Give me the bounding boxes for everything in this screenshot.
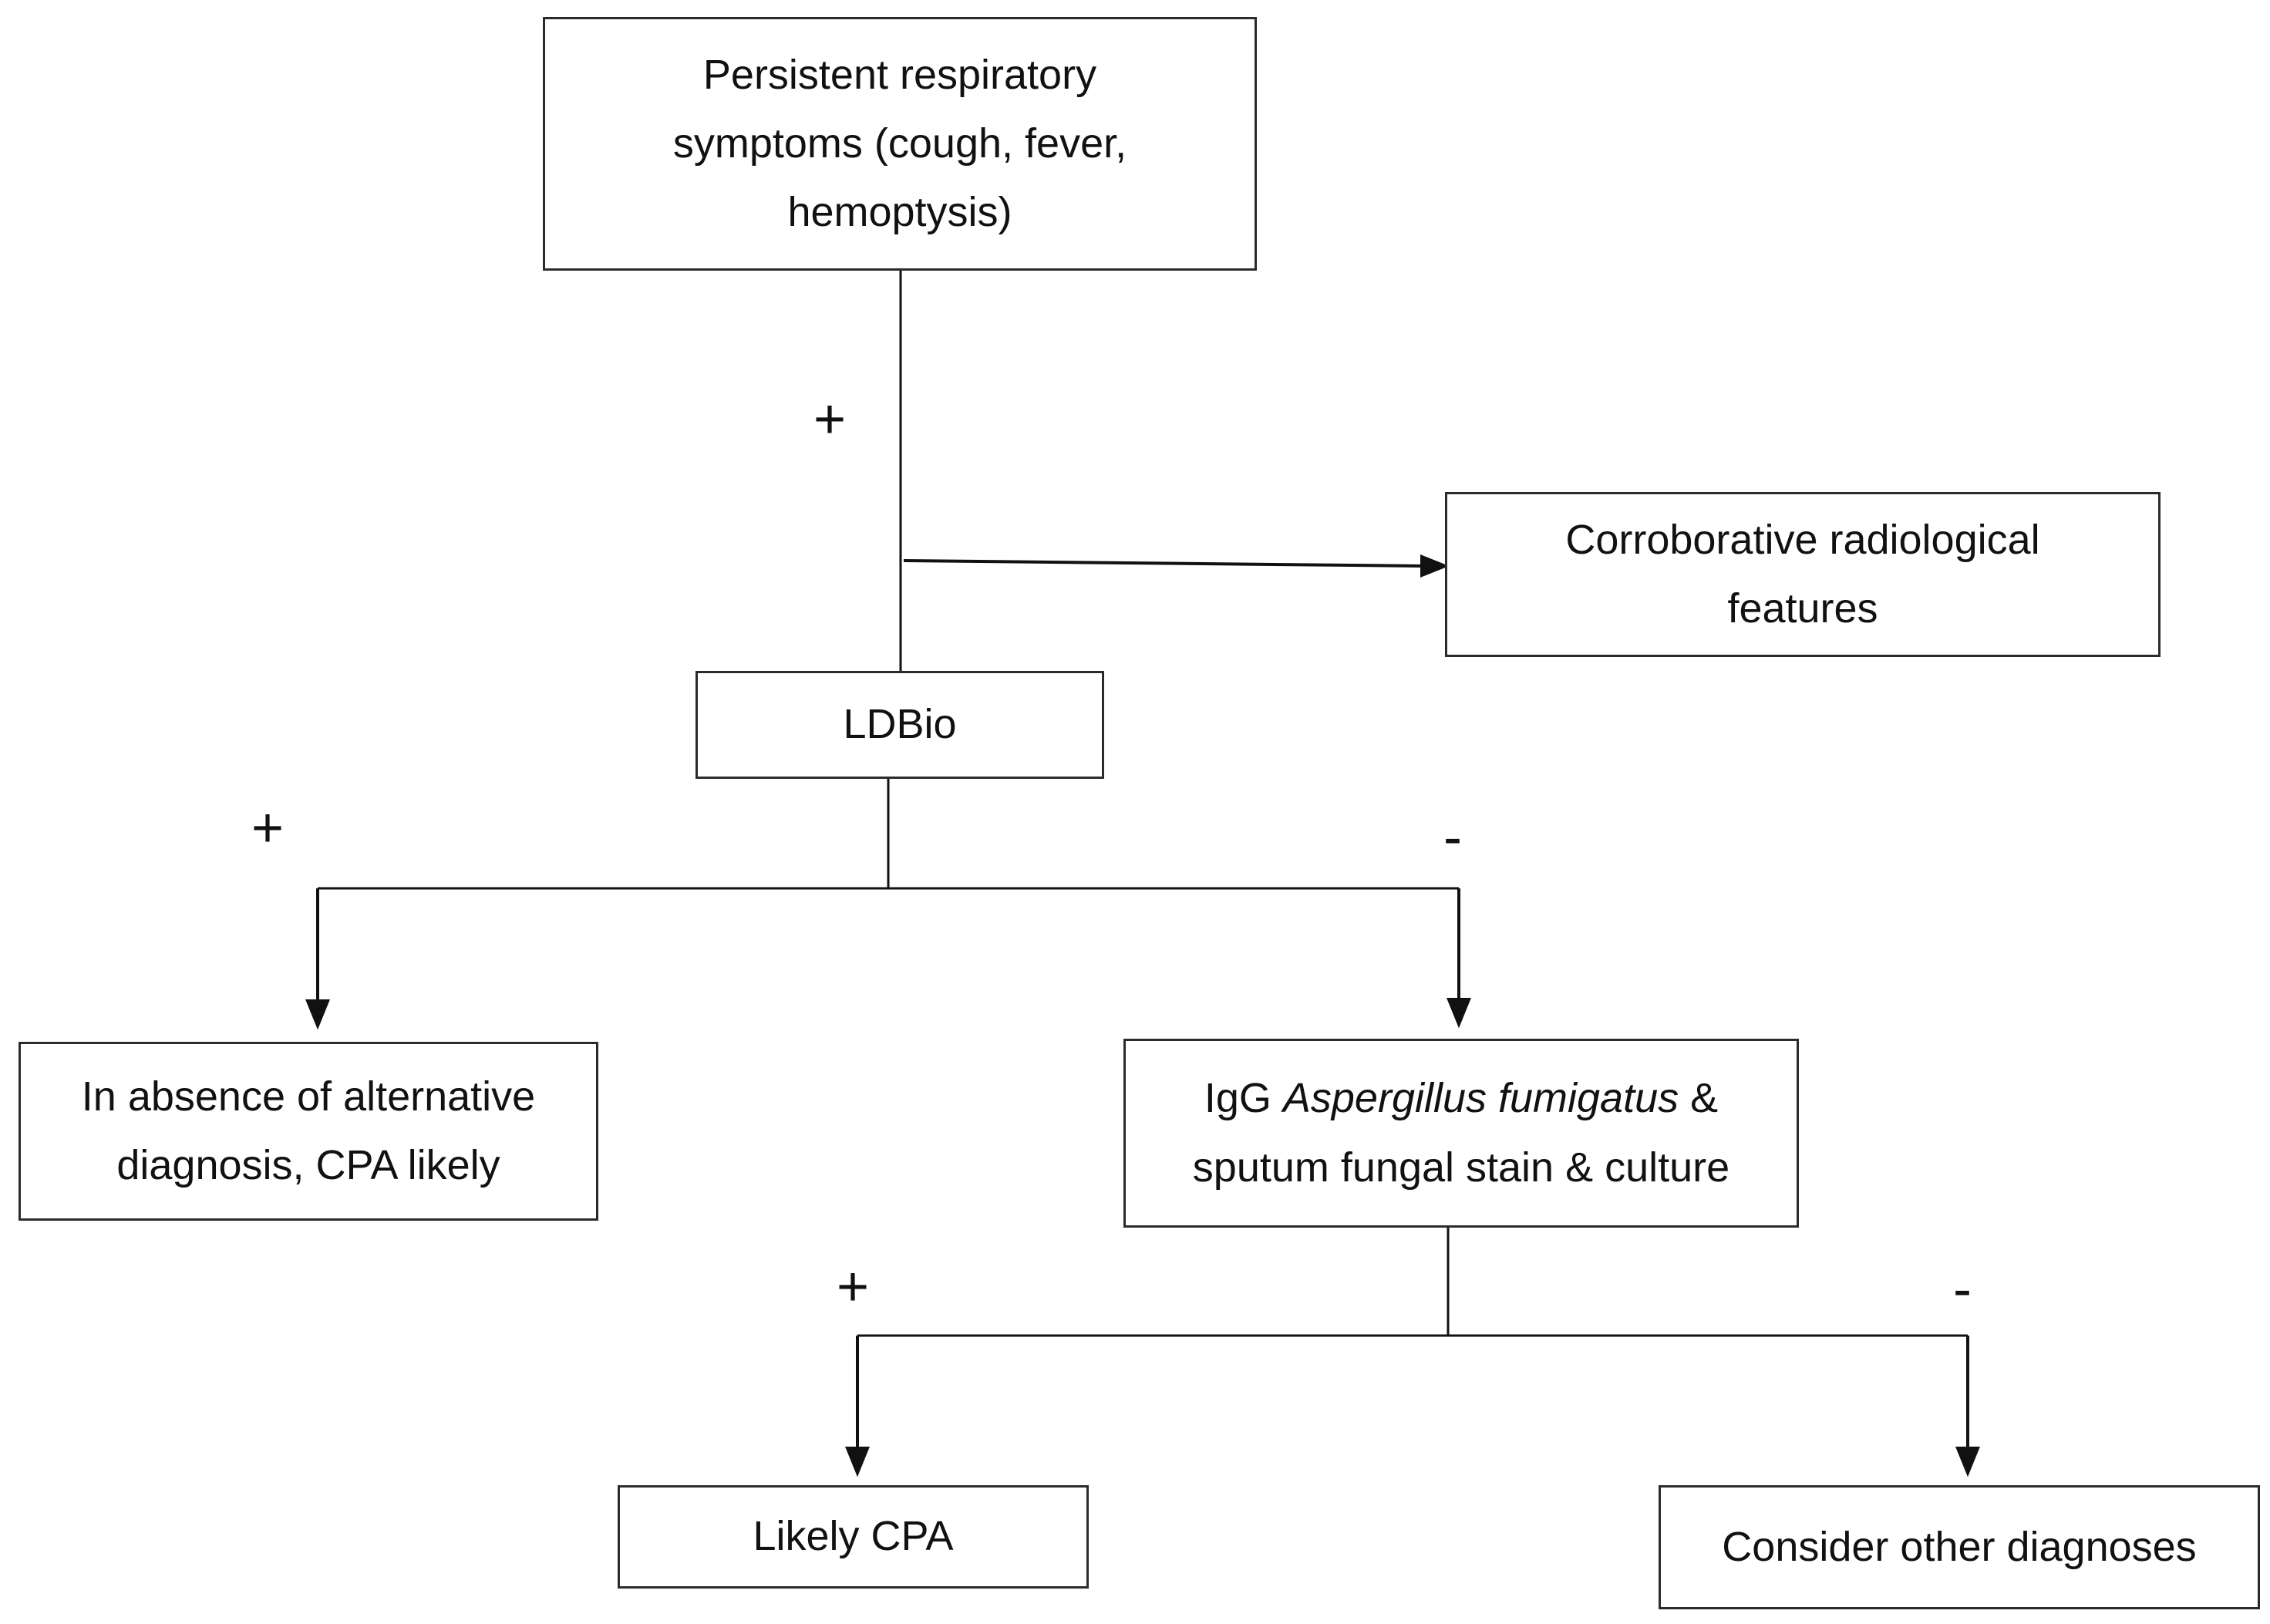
radiology-line: Corroborative radiological xyxy=(1565,516,2040,563)
symptoms-line: hemoptysis) xyxy=(787,189,1012,236)
cpa-likely-box: In absence of alternative diagnosis, CPA… xyxy=(19,1042,598,1221)
arrowhead-igg xyxy=(1447,998,1471,1029)
symptoms-text: Persistent respiratory symptoms (cough, … xyxy=(673,41,1127,247)
cpa-likely-line: diagnosis, CPA likely xyxy=(116,1142,500,1188)
positive-sign: + xyxy=(837,1256,870,1318)
igg-line-1: IgG Aspergillus fumigatus & xyxy=(1193,1064,1729,1133)
ldbio-line: LDBio xyxy=(843,701,957,748)
ldbio-box: LDBio xyxy=(695,671,1104,779)
symptoms-box: Persistent respiratory symptoms (cough, … xyxy=(543,17,1257,271)
cpa-likely-line: In absence of alternative xyxy=(81,1073,536,1120)
other-diagnoses-line: Consider other diagnoses xyxy=(1722,1523,2197,1570)
radiology-box: Corroborative radiological features xyxy=(1445,492,2161,657)
igg-test-box: IgG Aspergillus fumigatus & sputum funga… xyxy=(1123,1039,1799,1228)
igg-prefix: IgG xyxy=(1204,1075,1283,1122)
arrow-to-radiology xyxy=(903,559,1424,568)
igg-line-2: sputum fungal stain & culture xyxy=(1192,1144,1730,1191)
radiology-line: features xyxy=(1727,585,1878,632)
positive-sign: + xyxy=(813,389,847,450)
likely-cpa-text: Likely CPA xyxy=(753,1502,953,1571)
positive-sign: + xyxy=(251,797,285,859)
arrowhead-other xyxy=(1955,1447,1980,1477)
other-diagnoses-box: Consider other diagnoses xyxy=(1659,1485,2260,1609)
arrowhead-cpa-alt xyxy=(305,999,330,1030)
cpa-likely-text: In absence of alternative diagnosis, CPA… xyxy=(82,1063,535,1200)
igg-test-text: IgG Aspergillus fumigatus & sputum funga… xyxy=(1193,1064,1729,1201)
negative-sign: - xyxy=(1443,807,1462,868)
symptoms-line: symptoms (cough, fever, xyxy=(672,120,1127,167)
likely-cpa-line: Likely CPA xyxy=(753,1513,954,1560)
negative-sign: - xyxy=(1953,1258,1972,1320)
arrowhead-radiology xyxy=(1420,554,1450,578)
radiology-text: Corroborative radiological features xyxy=(1565,506,2039,643)
ldbio-text: LDBio xyxy=(843,690,956,759)
other-diagnoses-text: Consider other diagnoses xyxy=(1722,1513,2196,1582)
arrowhead-likely xyxy=(845,1447,870,1477)
organism-name: Aspergillus fumigatus xyxy=(1282,1075,1679,1122)
igg-suffix: & xyxy=(1679,1075,1719,1122)
symptoms-line: Persistent respiratory xyxy=(702,51,1097,98)
likely-cpa-box: Likely CPA xyxy=(618,1485,1089,1589)
